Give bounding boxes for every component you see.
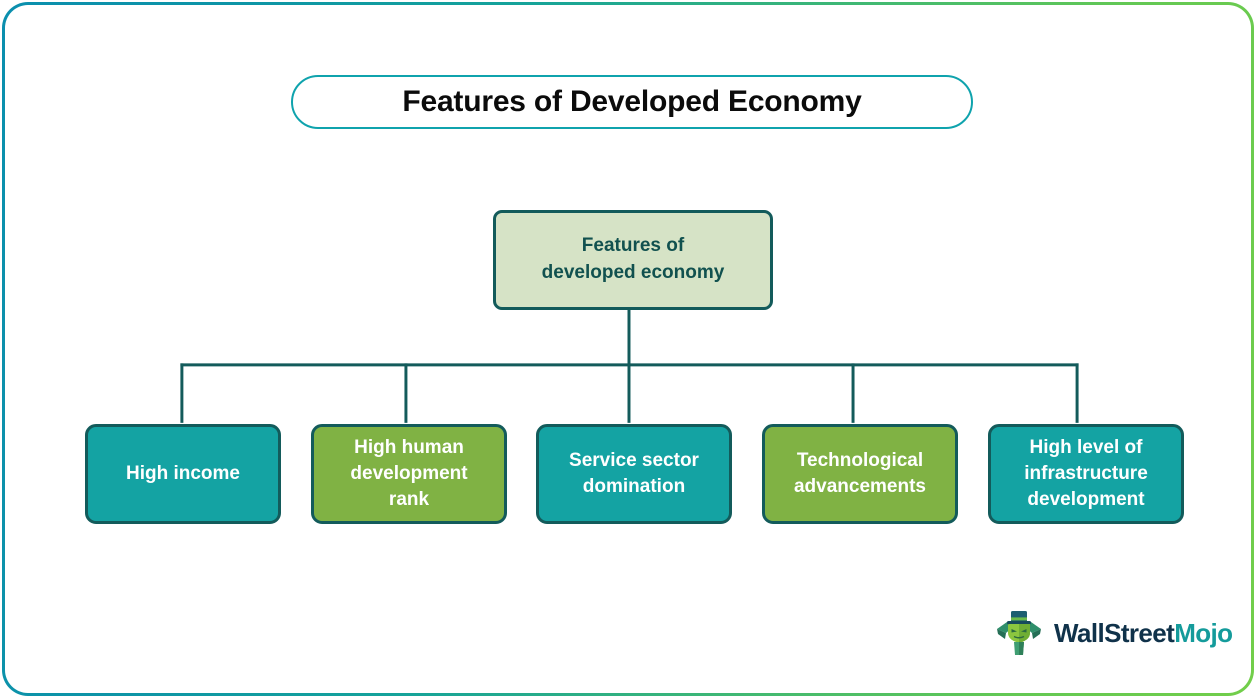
node-high-level-of-infrastructure-development: High level of infrastructure development	[988, 424, 1184, 524]
wallstreetmojo-bull-tophat-icon	[997, 611, 1041, 655]
node-high-human-development-rank: High human development rank	[311, 424, 507, 524]
node-line: High human	[354, 437, 464, 459]
page-title-pill: Features of Developed Economy	[291, 75, 973, 129]
node-root-line-2: developed economy	[541, 262, 725, 283]
node-high-income: High income	[85, 424, 281, 524]
node-line: Technological	[796, 450, 924, 472]
node-line: High income	[125, 463, 240, 485]
node-line: High level of	[1029, 437, 1143, 459]
node-service-sector-domination: Service sector domination	[536, 424, 732, 524]
node-line: domination	[582, 476, 686, 497]
node-root-line-1: Features of	[581, 235, 685, 257]
wallstreetmojo-logo: WallStreetMojo	[993, 607, 1233, 659]
card-surface: Features of Developed Economy Features o…	[5, 5, 1251, 693]
node-line: Service sector	[569, 450, 699, 472]
node-line: development	[1027, 488, 1145, 510]
node-root: Features of developed economy	[493, 210, 773, 310]
page-title: Features of Developed Economy	[402, 85, 862, 118]
node-technological-advancements: Technological advancements	[762, 424, 958, 524]
logo-word-accent: Mojo	[1174, 617, 1233, 648]
node-line: infrastructure	[1024, 463, 1148, 485]
node-line: rank	[388, 488, 430, 510]
logo-wordmark: WallStreetMojo	[1054, 617, 1233, 649]
logo-word-primary: WallStreet	[1054, 617, 1175, 648]
node-line: development	[350, 463, 468, 485]
node-line: advancements	[793, 476, 926, 497]
